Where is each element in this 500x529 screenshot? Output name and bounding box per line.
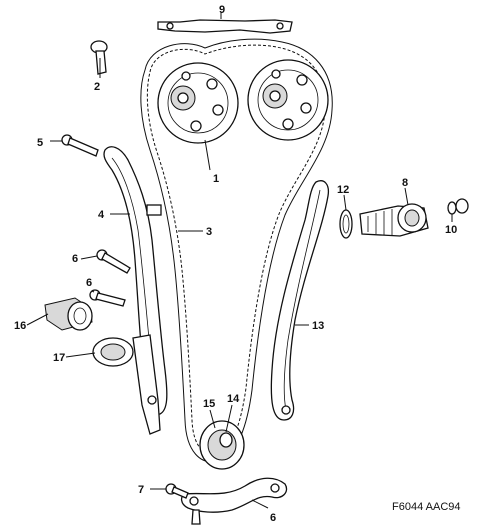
label-13: 13 (312, 320, 324, 332)
cam-sprocket-left (157, 62, 239, 144)
label-6-lower: 6 (86, 277, 92, 289)
label-5: 4 (98, 209, 105, 221)
label-12: 12 (337, 184, 349, 196)
label-1: 1 (213, 173, 219, 185)
sleeve-part-17 (92, 337, 134, 367)
plug-part-10 (447, 198, 469, 215)
label-6-top: 5 (37, 137, 43, 149)
seal-ring-part-12 (339, 209, 353, 239)
figure-code: F6044 AAC94 (392, 501, 461, 513)
label-16: 16 (14, 320, 26, 332)
label-10: 10 (445, 224, 457, 236)
bolt-part-6-middle (96, 249, 131, 274)
crank-sprocket (199, 420, 245, 470)
cam-sprocket-right (247, 59, 329, 141)
chain-tensioner-part-9 (359, 203, 429, 237)
timing-chain (140, 38, 333, 463)
chain-guide-right (270, 180, 330, 421)
tensioner-rail-left (103, 146, 168, 415)
label-2: 2 (94, 81, 100, 93)
bolt-part-6-top (61, 134, 99, 157)
bolt-part-8 (165, 483, 189, 499)
upper-chain-guide (157, 19, 293, 34)
bolt-part-2 (90, 40, 108, 75)
label-9: 8 (402, 177, 408, 189)
lower-left-guide (132, 334, 161, 435)
label-8: 7 (138, 484, 144, 496)
label-14: 14 (227, 393, 240, 405)
label-15: 15 (203, 398, 215, 410)
part-labels: 9 2 1 3 4 5 6 6 16 17 12 8 10 13 14 15 7… (14, 4, 457, 524)
label-6-middle: 6 (72, 253, 78, 265)
lower-guide-part-7 (180, 477, 288, 525)
leader-lines (26, 13, 453, 509)
label-3: 3 (206, 226, 212, 238)
label-17: 17 (53, 352, 65, 364)
label-7: 6 (270, 512, 276, 524)
sleeve-part-16 (44, 297, 93, 331)
label-4: 9 (219, 4, 225, 16)
bolt-part-6-lower (89, 289, 126, 307)
